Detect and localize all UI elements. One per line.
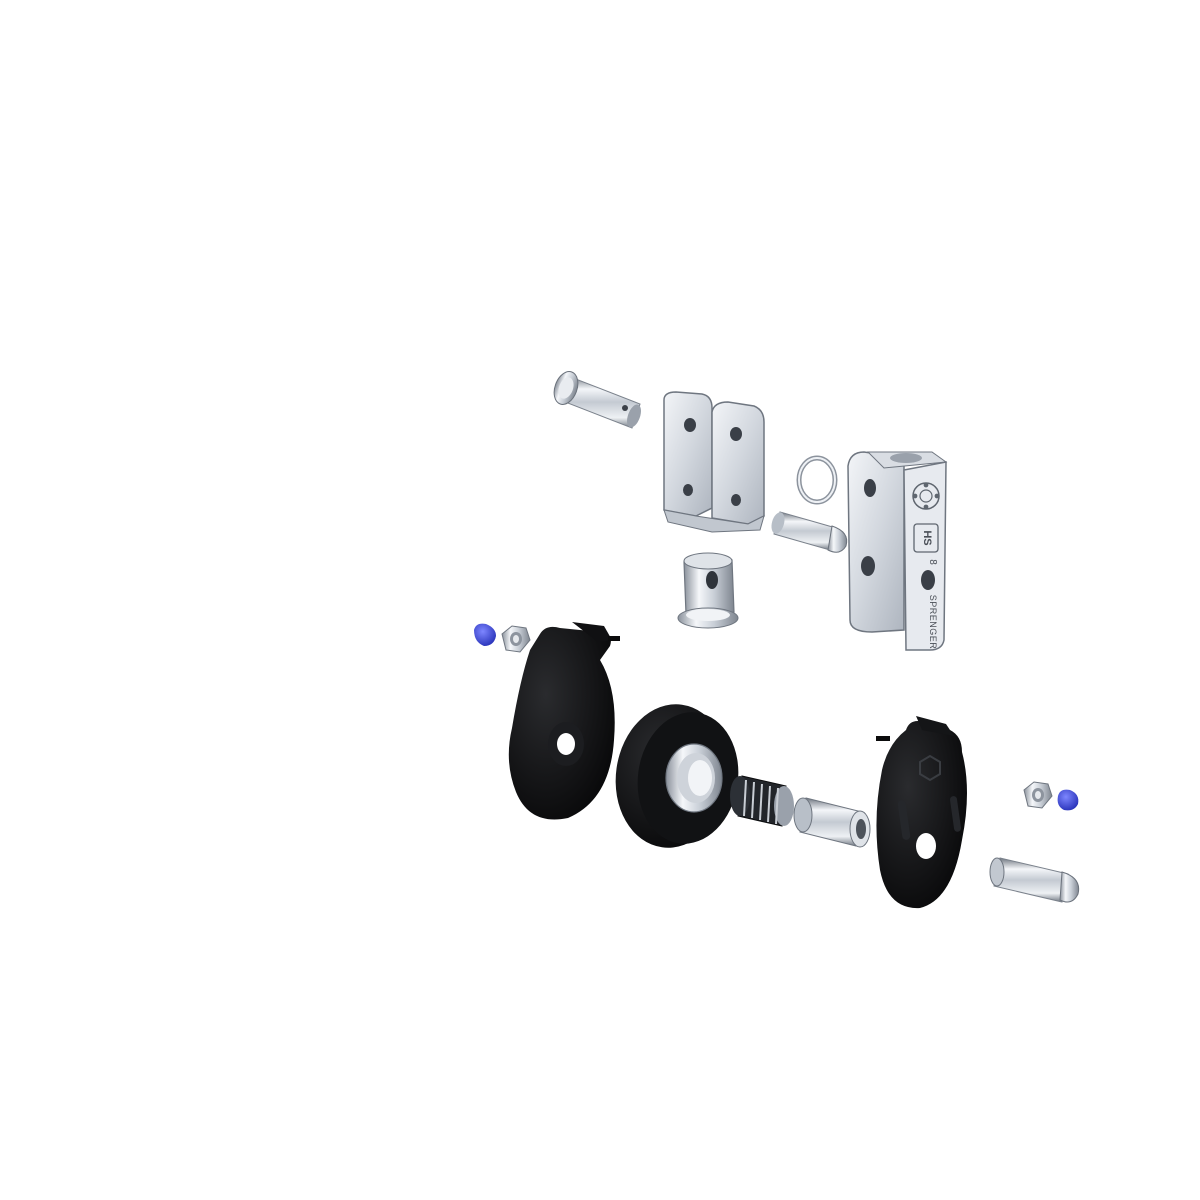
svg-text:HS: HS: [921, 530, 933, 545]
hex-nut-right: [1023, 781, 1053, 809]
clevis-pin-top: [553, 371, 641, 429]
blue-cap-left: [474, 623, 496, 646]
short-pin: [771, 511, 848, 553]
sheave: [615, 704, 739, 848]
bracket-brand-text: SPRENGER: [928, 595, 938, 650]
fork-bracket: [663, 391, 765, 533]
cheek-plate-left: [508, 622, 620, 820]
split-ring: [796, 455, 838, 505]
swivel-stud: [677, 552, 739, 629]
bushing-sleeve: [793, 797, 871, 848]
bracket-size-mark: 8: [927, 559, 938, 565]
bracket-logo: HS: [913, 523, 939, 553]
bracket-rosette-icon: [912, 482, 940, 510]
blue-cap-right: [1057, 789, 1079, 811]
axle-pin-bottom: [989, 857, 1080, 903]
needle-bearing: [730, 775, 794, 827]
main-bracket: HS 8 SPRENGER: [847, 451, 948, 651]
cheek-plate-right: [876, 716, 967, 909]
hex-nut-left: [501, 625, 531, 653]
